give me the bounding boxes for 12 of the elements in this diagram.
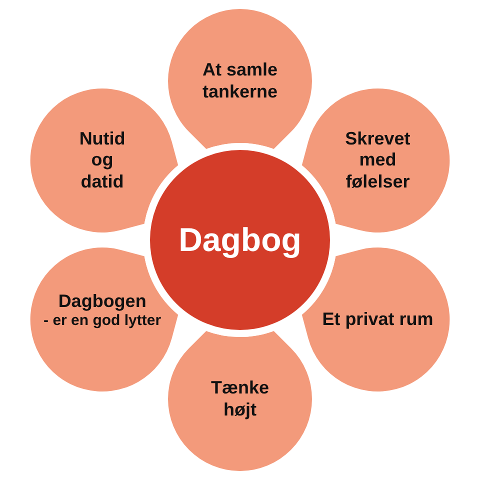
petal-label: Tænke højt [210, 377, 270, 421]
petal-shape [301, 247, 450, 392]
petal-label: Skrevet med følelser [345, 128, 410, 193]
petal-shape [30, 247, 179, 392]
petal-label: At samle tankerne [201, 59, 279, 103]
petal-shape [301, 88, 450, 233]
petal-shape [30, 88, 179, 233]
petal-label: - er en god lytter [44, 312, 162, 330]
center-label: Dagbog [178, 220, 302, 260]
petal-label: Nutid og datid [79, 128, 126, 193]
petal-label: Dagbogen [58, 290, 146, 312]
petal-label: Et privat rum [322, 308, 434, 330]
